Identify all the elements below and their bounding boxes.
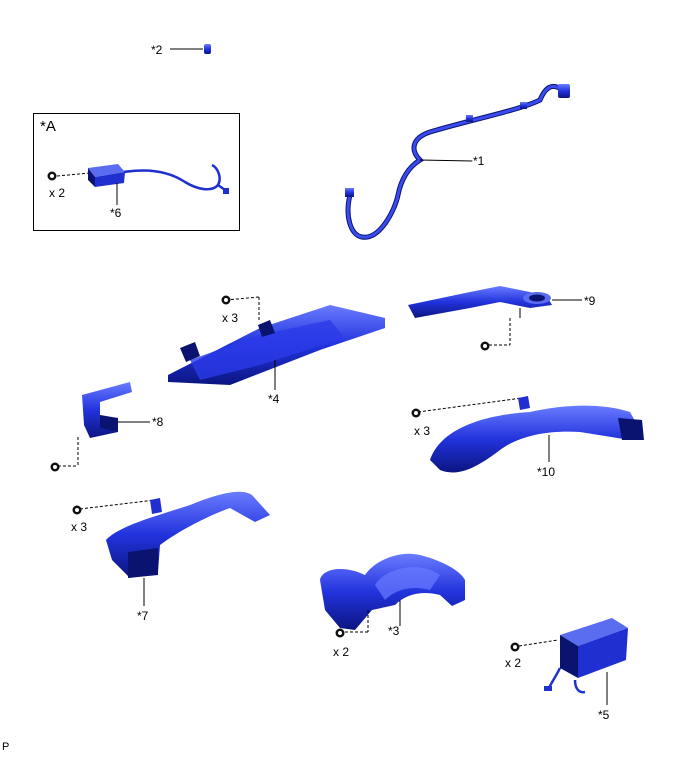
label-qty-3: x 2 xyxy=(333,645,350,659)
part-7-duct xyxy=(72,491,270,606)
label-qty-a: x 2 xyxy=(49,186,66,200)
label-part-9: *9 xyxy=(584,294,596,308)
label-part-8: *8 xyxy=(152,415,164,429)
label-qty-7: x 3 xyxy=(71,520,88,534)
part-9-duct xyxy=(408,286,582,351)
part-5-module xyxy=(510,618,628,705)
part-10-duct xyxy=(411,396,644,473)
label-part-2: *2 xyxy=(151,43,163,57)
label-part-6: *6 xyxy=(110,206,122,220)
label-inset-a: *A xyxy=(40,118,56,135)
label-qty-4: x 3 xyxy=(222,311,239,325)
label-corner-p: P xyxy=(2,741,10,753)
label-qty-10: x 3 xyxy=(414,424,431,438)
label-part-3: *3 xyxy=(388,624,400,638)
label-part-5: *5 xyxy=(598,708,610,722)
part-4-duct xyxy=(168,295,385,390)
label-part-7: *7 xyxy=(137,609,149,623)
part-2-clip xyxy=(170,44,211,54)
inset-a-contents xyxy=(33,113,240,231)
part-8-duct xyxy=(50,382,150,472)
part-3-duct xyxy=(320,553,465,638)
label-part-4: *4 xyxy=(268,392,280,406)
label-part-1: *1 xyxy=(473,154,485,168)
label-part-10: *10 xyxy=(537,465,556,479)
label-qty-5: x 2 xyxy=(505,656,522,670)
part-1-wire-harness xyxy=(345,83,570,240)
